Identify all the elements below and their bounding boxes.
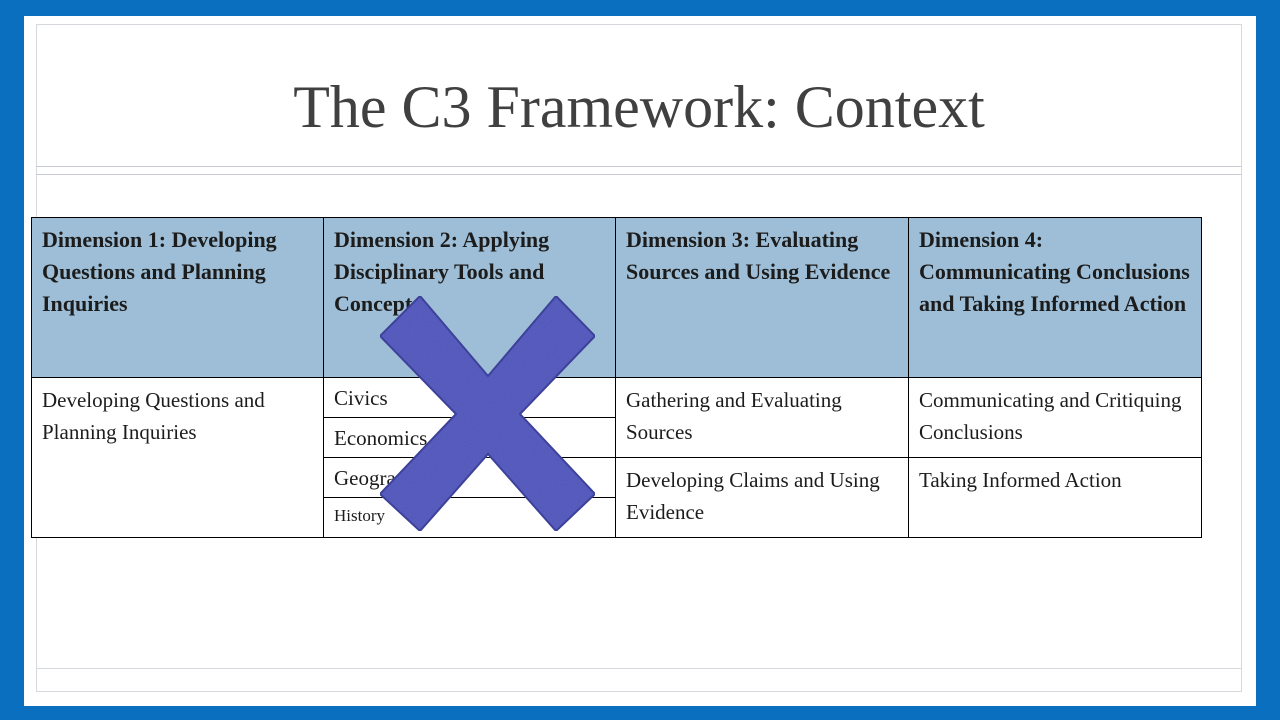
- table-header-row: Dimension 1: Developing Questions and Pl…: [31, 217, 1202, 378]
- header-dimension-2: Dimension 2: Applying Disciplinary Tools…: [323, 217, 616, 378]
- discipline-civics: Civics: [323, 377, 616, 418]
- dimension-4-cell-2: Taking Informed Action: [908, 457, 1202, 538]
- title-band: The C3 Framework: Context: [36, 24, 1242, 176]
- table-row: Developing Questions and Planning Inquir…: [31, 377, 1202, 538]
- discipline-history: History: [323, 497, 616, 538]
- header-dimension-3: Dimension 3: Evaluating Sources and Usin…: [615, 217, 909, 378]
- dimension-4-cell-1: Communicating and Critiquing Conclusions: [908, 377, 1202, 458]
- slide-title: The C3 Framework: Context: [293, 74, 985, 140]
- discipline-geography: Geography: [323, 457, 616, 498]
- dimension-1-cell: Developing Questions and Planning Inquir…: [31, 377, 324, 538]
- discipline-economics: Economics: [323, 417, 616, 458]
- dimension-3-cell-2: Developing Claims and Using Evidence: [615, 457, 909, 538]
- c3-dimensions-table: Dimension 1: Developing Questions and Pl…: [31, 217, 1202, 538]
- dimension-3-cell-1: Gathering and Evaluating Sources: [615, 377, 909, 458]
- footer-divider: [36, 668, 1242, 669]
- header-dimension-1: Dimension 1: Developing Questions and Pl…: [31, 217, 324, 378]
- title-divider: [36, 166, 1242, 167]
- title-divider-secondary: [36, 174, 1242, 175]
- header-dimension-4: Dimension 4: Communicating Conclusions a…: [908, 217, 1202, 378]
